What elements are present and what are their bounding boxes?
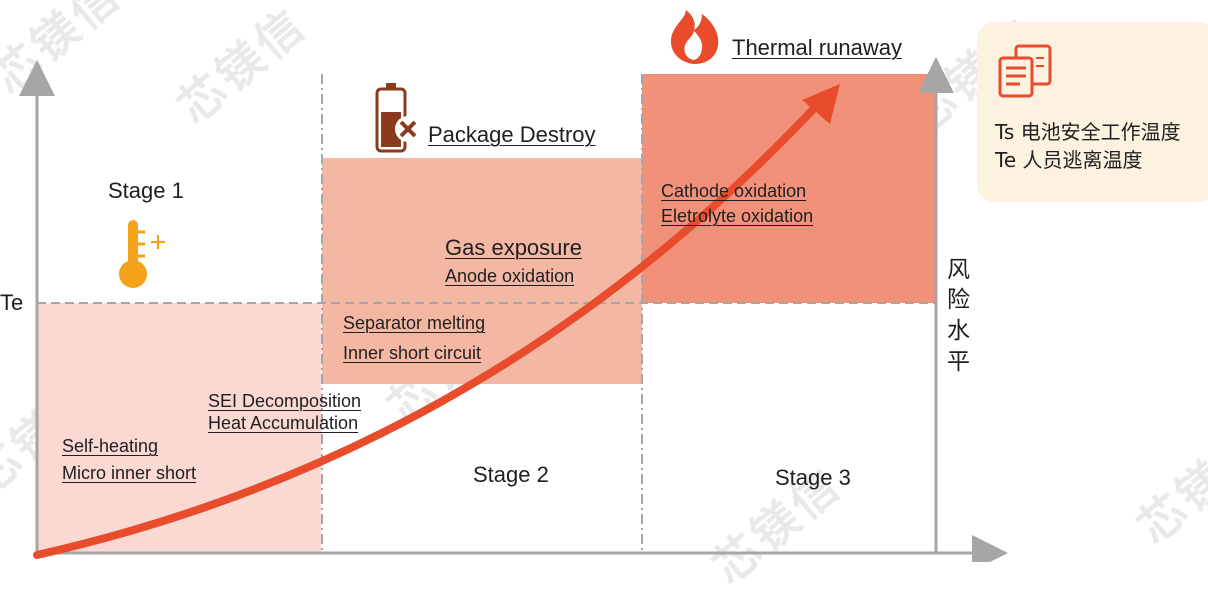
legend-ts-text: 电池安全工作温度 [1020, 120, 1181, 144]
stage1-label: Stage 1 [108, 178, 184, 203]
thermometer-icon [119, 220, 165, 288]
risk-level-char-3: 水 [947, 318, 970, 344]
event-gas-exposure: Gas exposure [445, 235, 582, 260]
risk-level-char-1: 风 [947, 257, 970, 283]
stage3-label: Stage 3 [775, 465, 851, 490]
stage3-region [642, 74, 936, 303]
event-anode-oxidation: Anode oxidation [445, 266, 575, 286]
legend-te: Te 人员逃离温度 [995, 144, 1142, 173]
document-icon [998, 44, 1052, 98]
package-destroy-title: Package Destroy [428, 122, 596, 147]
thermal-runaway-title: Thermal runaway [732, 35, 902, 60]
stage2-region [322, 158, 642, 384]
stage1-region [37, 303, 321, 553]
event-heat-accumulation: Heat Accumulation [208, 413, 359, 433]
legend-te-abbr: Te [995, 148, 1017, 172]
risk-curve [33, 98, 824, 559]
stage2-label: Stage 2 [473, 462, 549, 487]
diagram-graphics [19, 10, 1052, 562]
risk-curve-arrowhead [802, 84, 840, 124]
risk-level-char-2: 险 [947, 287, 970, 313]
event-self-heating: Self-heating [62, 436, 159, 456]
event-electrolyte-oxidation: Eletrolyte oxidation [661, 206, 814, 226]
event-separator-melting: Separator melting [343, 313, 486, 333]
legend-ts-abbr: Ts [995, 120, 1015, 144]
risk-level-char-4: 平 [947, 349, 970, 375]
te-axis-label: Te [0, 290, 24, 315]
event-cathode-oxidation: Cathode oxidation [661, 181, 807, 201]
event-micro-inner-short: Micro inner short [62, 463, 197, 483]
battery-destroy-icon [375, 83, 421, 153]
flame-icon [670, 10, 719, 64]
legend-ts: Ts 电池安全工作温度 [995, 116, 1181, 145]
legend-te-text: 人员逃离温度 [1022, 148, 1143, 172]
event-sei-decomposition: SEI Decomposition [208, 391, 362, 411]
event-inner-short-circuit: Inner short circuit [343, 343, 482, 363]
